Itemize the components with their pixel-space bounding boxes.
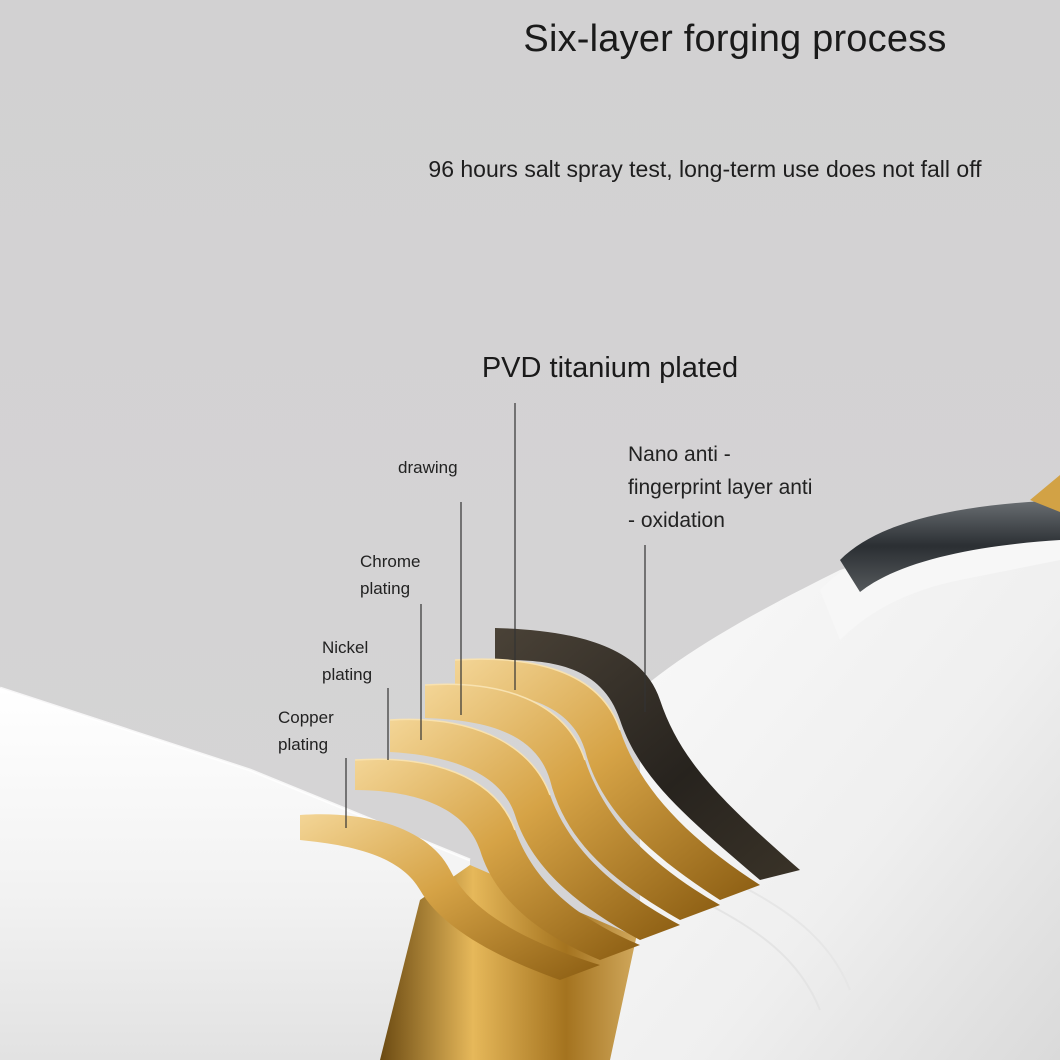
left-pipe — [0, 688, 470, 1060]
label-drawing: drawing — [398, 458, 458, 477]
page-title: Six-layer forging process — [523, 18, 947, 60]
page-subtitle: 96 hours salt spray test, long-term use … — [428, 156, 982, 182]
metal-ring — [840, 500, 1060, 592]
layer-sheet-drawing — [455, 659, 760, 900]
layer-sheet-copper — [300, 814, 600, 980]
layer-sheet-pvd — [495, 628, 800, 880]
label-chrome-plating: Chrome plating — [360, 552, 421, 598]
label-nickel-plating: Nickel plating — [322, 638, 373, 684]
layer-sheet-nickel — [390, 719, 680, 940]
layer-sheet-copper-inner — [355, 759, 640, 960]
gold-tip — [1030, 475, 1060, 512]
label-pvd-titanium: PVD titanium plated — [481, 352, 739, 384]
layer-sheet-chrome — [425, 684, 720, 920]
label-copper-plating: Copper plating — [278, 708, 334, 754]
label-nano-layer: Nano anti - fingerprint layer anti - oxi… — [628, 443, 813, 532]
right-pipe — [610, 500, 1060, 1060]
